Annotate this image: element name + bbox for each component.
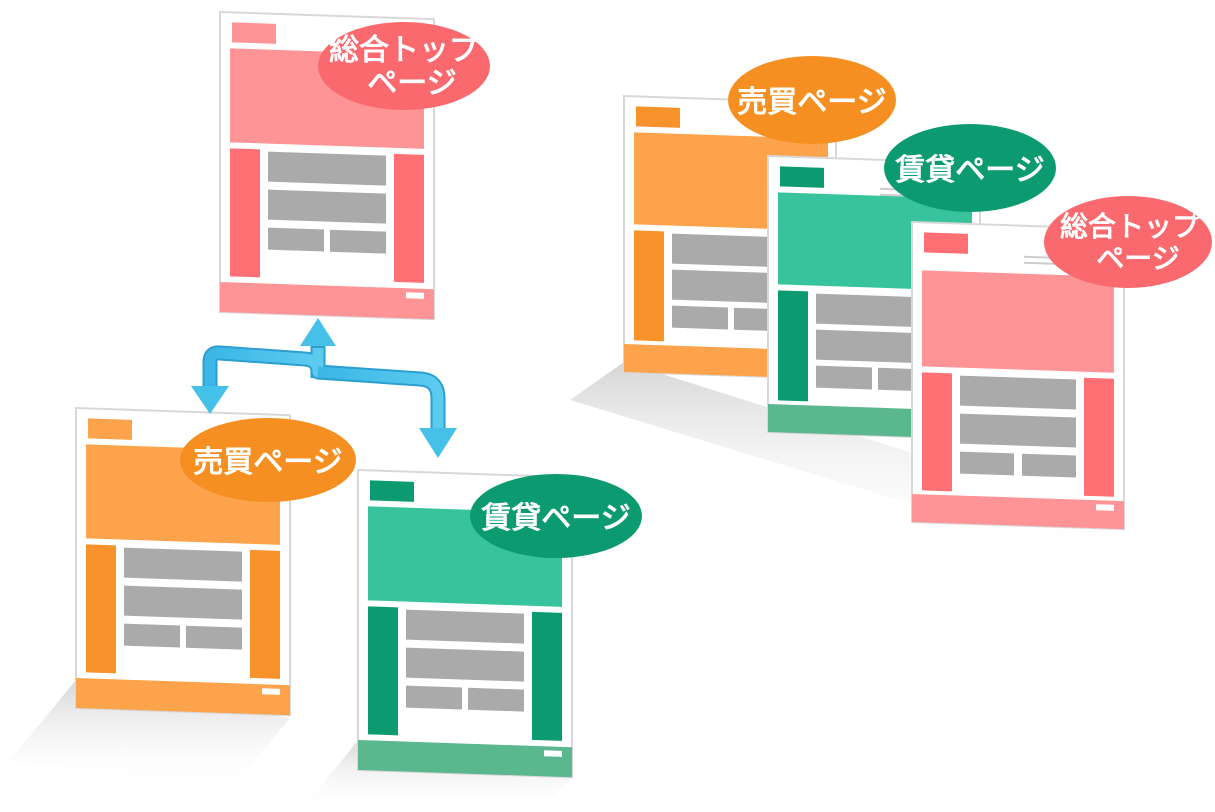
hierarchy-arrows — [191, 318, 457, 458]
arrow-head-down-right — [419, 428, 457, 458]
top-page-mockup — [219, 10, 435, 321]
top-page-label-line2: ページ — [367, 66, 456, 101]
top-page-label: 総合トップ ページ — [318, 22, 490, 110]
stack-top-page-label-line2: ページ — [1096, 242, 1179, 275]
stack-sale-page-label-text: 売買ページ — [737, 85, 886, 120]
stack-top-page-label-line1: 総合トップ — [1060, 210, 1201, 243]
arrow-head-up — [300, 318, 336, 346]
rent-page-label-text: 賃貸ページ — [480, 501, 630, 536]
arrow-head-down-left — [191, 386, 229, 414]
sale-page-label-text: 売買ページ — [193, 445, 342, 480]
stack-rent-page-label: 賃貸ページ — [884, 124, 1056, 212]
stack-top-page-label: 総合トップ ページ — [1044, 196, 1212, 288]
sale-page-label: 売買ページ — [180, 418, 356, 502]
stack-sale-page-label: 売買ページ — [728, 56, 896, 144]
top-page-label-line1: 総合トップ — [329, 33, 480, 68]
stack-rent-page-label-text: 賃貸ページ — [894, 153, 1044, 188]
rent-page-label: 賃貸ページ — [470, 474, 642, 558]
stack-top-page-mockup — [911, 220, 1125, 531]
